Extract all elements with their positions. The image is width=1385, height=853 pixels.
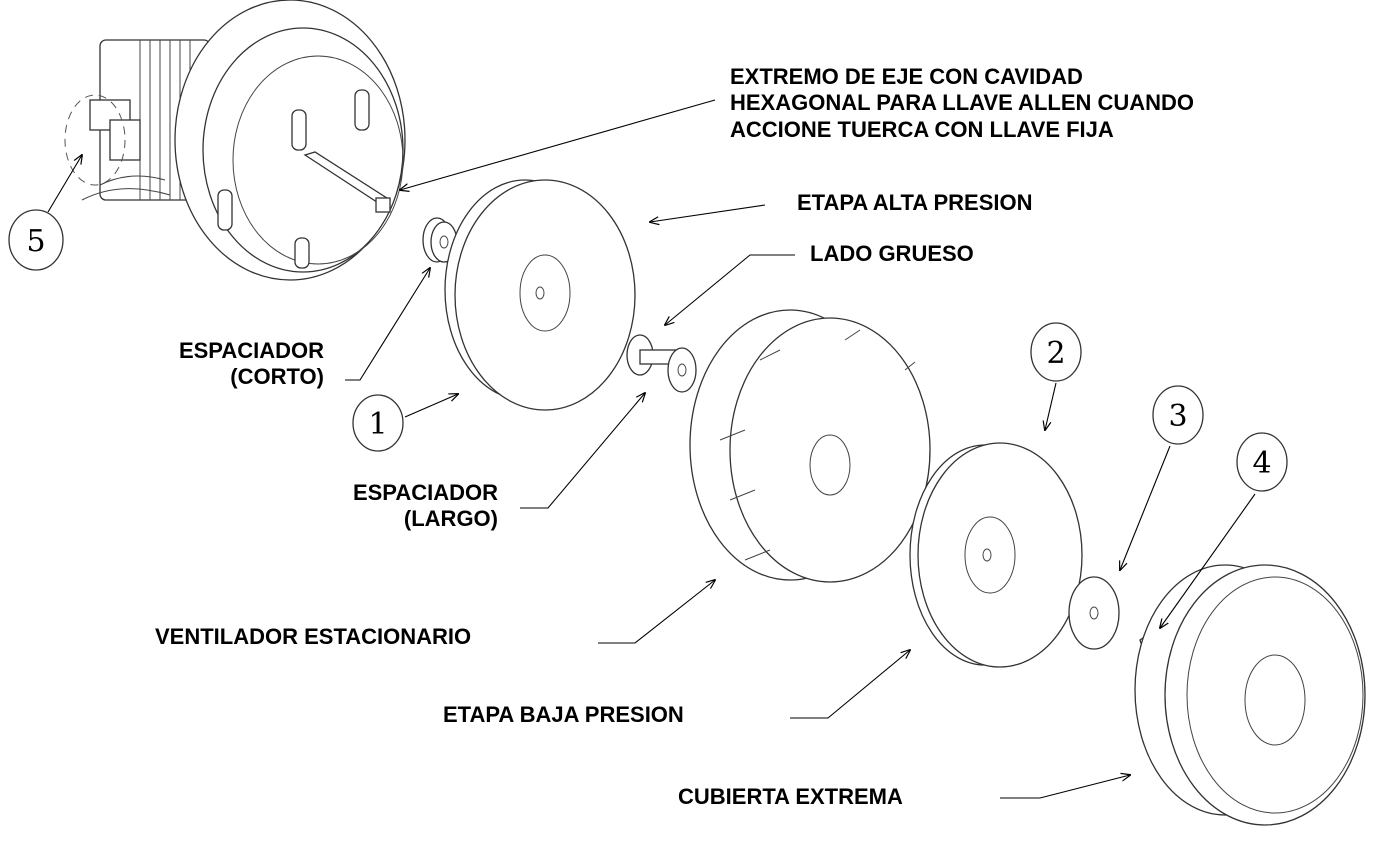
label-high-pressure-stage: ETAPA ALTA PRESION: [797, 190, 1033, 215]
high-pressure-stage-part: [444, 179, 636, 411]
callout-4: 4: [1236, 432, 1288, 492]
svg-text:5: 5: [26, 224, 45, 259]
low-pressure-stage-part: [909, 442, 1083, 668]
label-stationary-fan: VENTILADOR ESTACIONARIO: [155, 624, 472, 649]
washer-part: [1068, 576, 1120, 650]
label-shaft-end: EXTREMO DE EJE CON CAVIDAD HEXAGONAL PAR…: [730, 64, 1195, 142]
stationary-fan-part: [689, 309, 931, 583]
spacer-long-part: [626, 334, 697, 393]
leader-lines: [47, 99, 1256, 799]
label-low-pressure-stage: ETAPA BAJA PRESION: [443, 702, 684, 727]
callout-1: 1: [352, 394, 404, 452]
svg-text:3: 3: [1168, 399, 1187, 434]
end-cover-part: [1134, 564, 1366, 826]
label-spacer-long: ESPACIADOR (LARGO): [352, 480, 498, 532]
label-thick-side: LADO GRUESO: [810, 241, 974, 266]
callout-3: 3: [1152, 385, 1204, 445]
label-spacer-short: ESPACIADOR (CORTO): [178, 338, 324, 390]
label-end-cover: CUBIERTA EXTREMA: [678, 784, 903, 809]
motor-assembly: [81, 0, 406, 281]
svg-text:1: 1: [368, 407, 387, 442]
svg-text:4: 4: [1252, 446, 1271, 481]
callout-5: 5: [8, 94, 126, 271]
callout-2: 2: [1030, 322, 1082, 382]
svg-text:2: 2: [1046, 336, 1065, 371]
